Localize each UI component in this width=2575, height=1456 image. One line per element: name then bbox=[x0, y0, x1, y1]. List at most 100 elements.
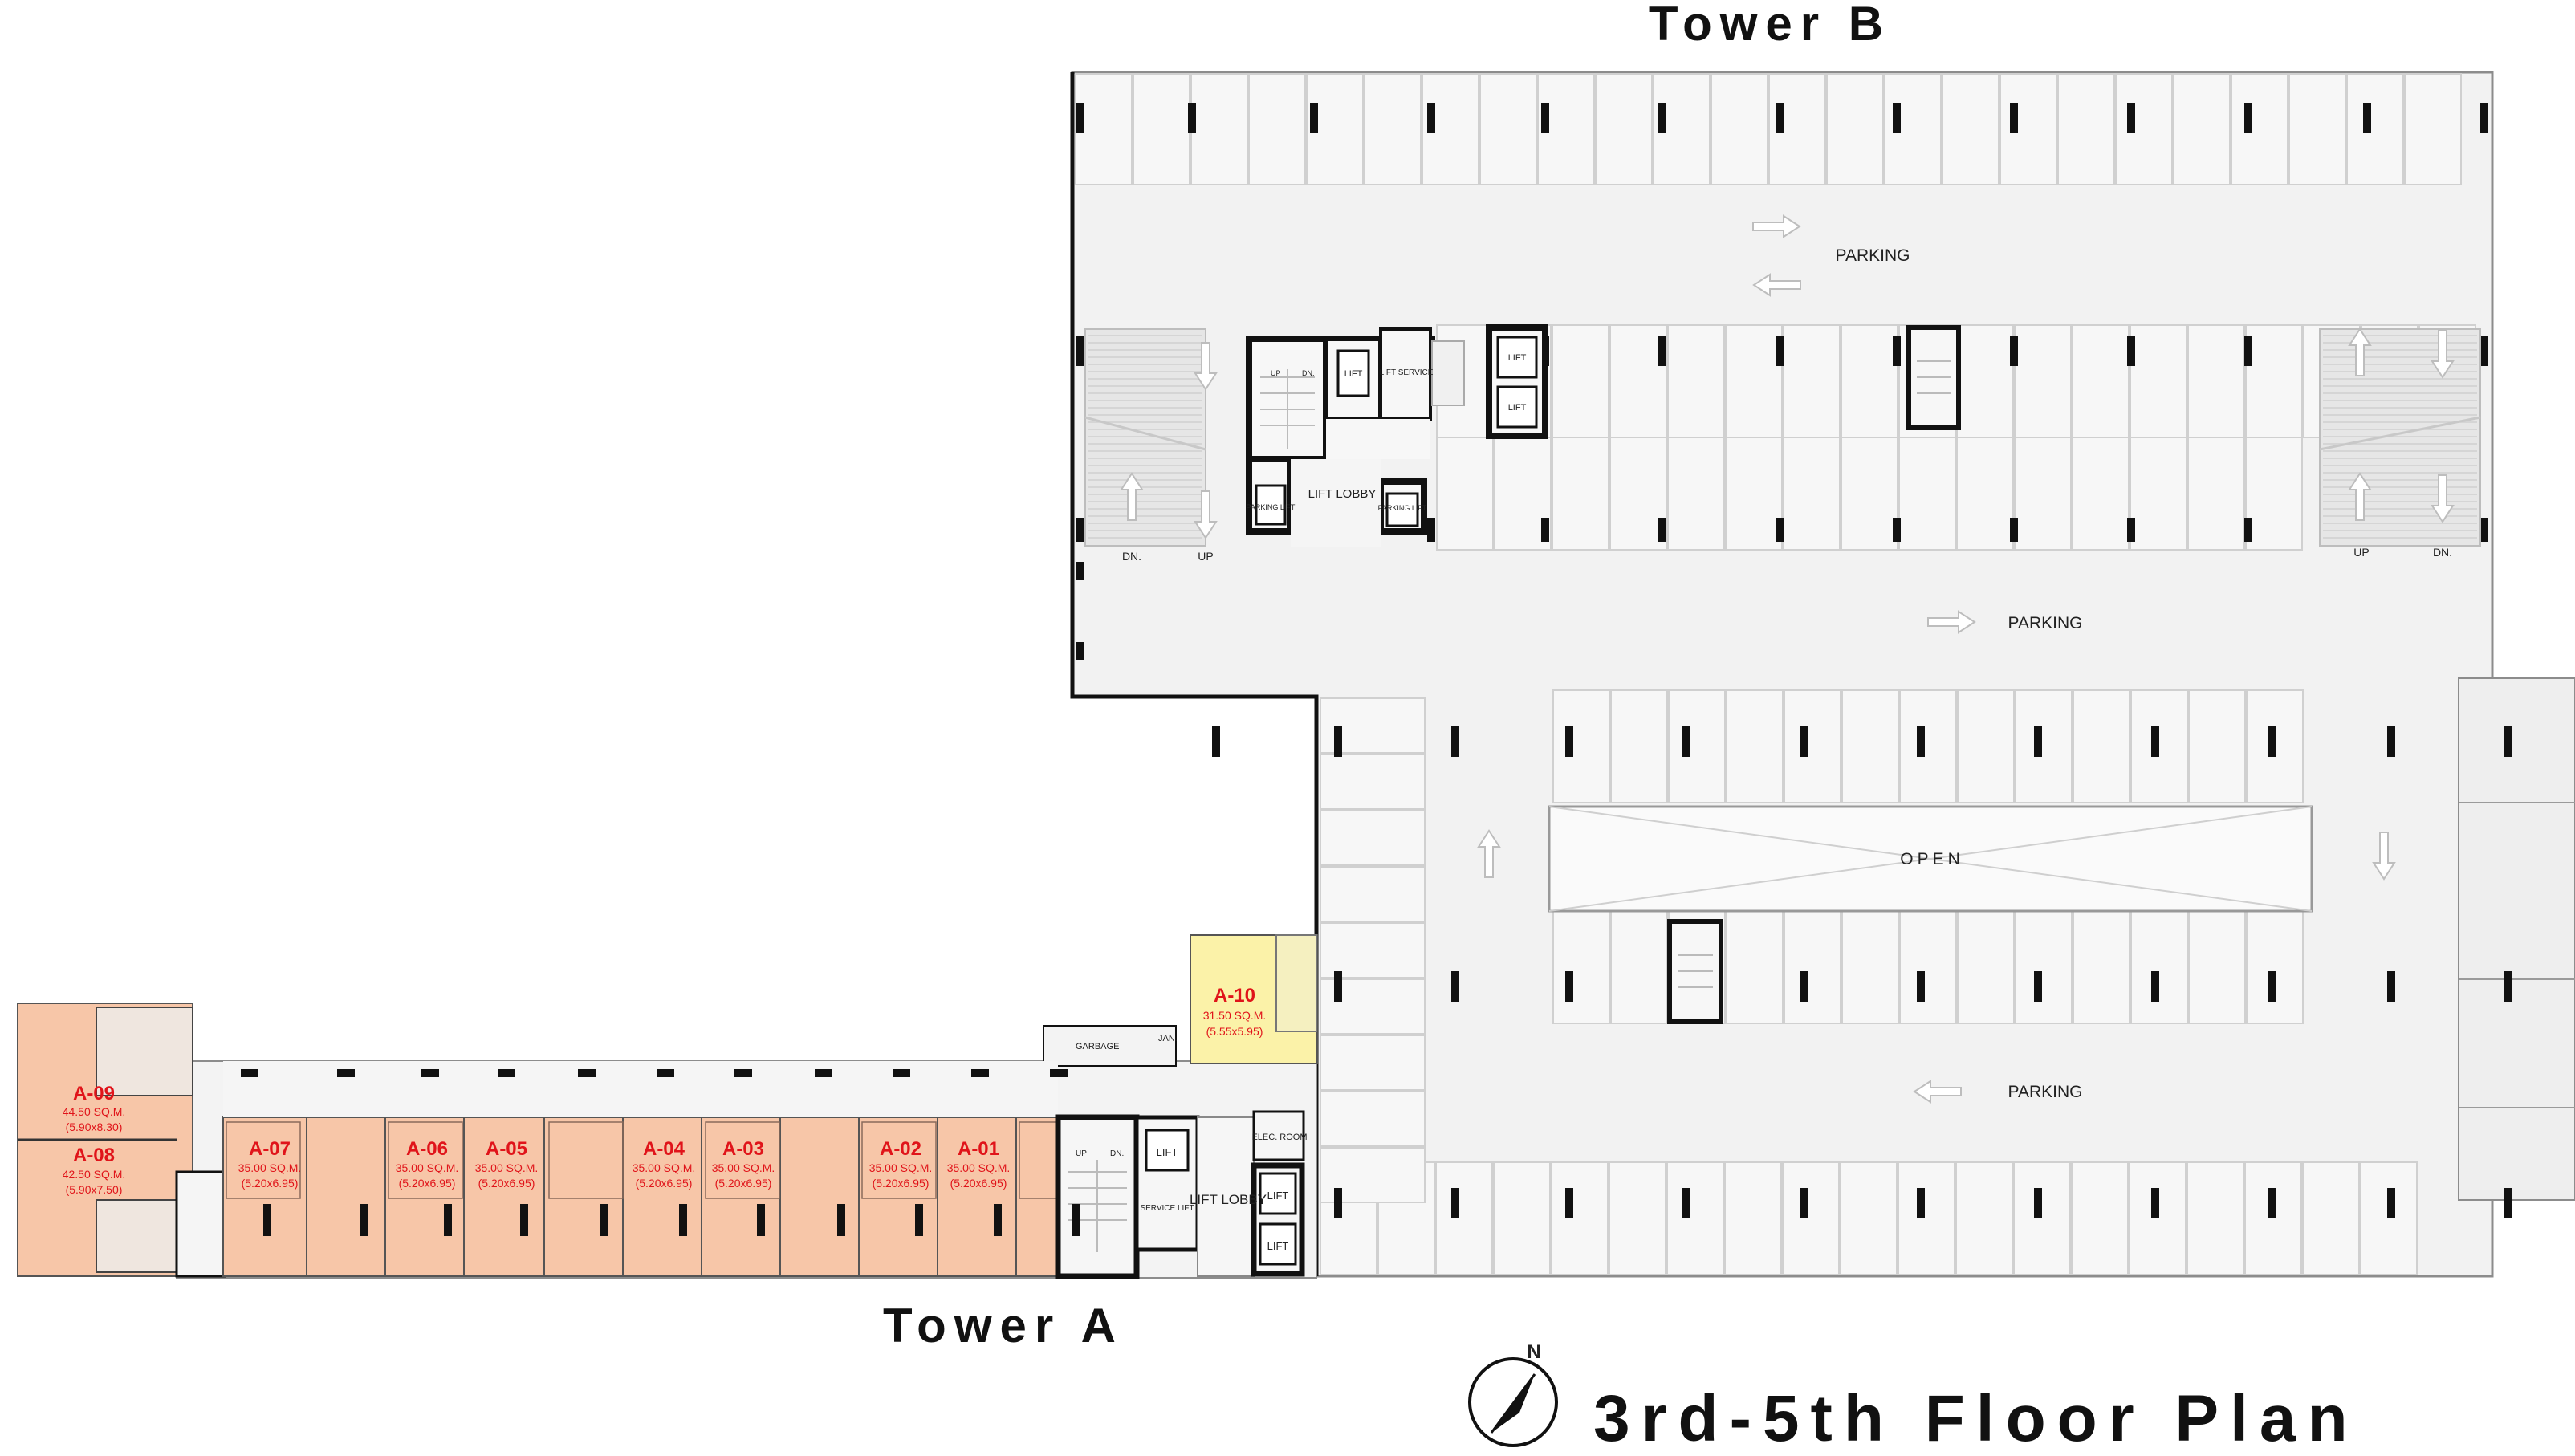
ramp-dn-label: DN. bbox=[2433, 546, 2452, 559]
lift-label: LIFT bbox=[1267, 1190, 1289, 1202]
column bbox=[2010, 518, 2018, 542]
direction-arrow-icon bbox=[1120, 472, 1144, 521]
column bbox=[360, 1204, 368, 1236]
column bbox=[1541, 103, 1549, 133]
column bbox=[1188, 103, 1196, 133]
tower-b-core bbox=[1246, 324, 1961, 1024]
svg-text:A-09: A-09 bbox=[73, 1083, 115, 1104]
column bbox=[1334, 726, 1342, 757]
unit-bathroom bbox=[388, 1121, 463, 1199]
parking-stall bbox=[2188, 910, 2246, 1024]
column bbox=[444, 1204, 452, 1236]
svg-text:A-10: A-10 bbox=[1214, 985, 1255, 1007]
parking-stall bbox=[1595, 73, 1653, 185]
parking-stall bbox=[1956, 324, 2014, 438]
lift-label: LIFT bbox=[1344, 369, 1363, 379]
column bbox=[2504, 726, 2512, 757]
column bbox=[1658, 103, 1666, 133]
parking-stall bbox=[1898, 1161, 1955, 1275]
column bbox=[1427, 103, 1435, 133]
open-void bbox=[1548, 805, 2313, 913]
column bbox=[1076, 562, 1084, 580]
parking-stall bbox=[1955, 1161, 2013, 1275]
service-lift-label: SERVICE LIFT bbox=[1140, 1204, 1194, 1213]
svg-text:35.00 SQ.M.: 35.00 SQ.M. bbox=[869, 1161, 933, 1174]
parking-stall bbox=[1133, 73, 1190, 185]
svg-text:(5.90x7.50): (5.90x7.50) bbox=[66, 1183, 123, 1196]
floor-plan-title: 3rd-5th Floor Plan bbox=[1593, 1382, 2359, 1455]
column bbox=[657, 1069, 674, 1077]
parking-stall bbox=[1436, 437, 1494, 551]
direction-arrow-icon bbox=[1477, 829, 1501, 878]
svg-text:35.00 SQ.M.: 35.00 SQ.M. bbox=[947, 1161, 1011, 1174]
area-labels: PARKING PARKING PARKING OPEN LIFT LOBBY … bbox=[1076, 246, 2082, 1207]
parking-stall bbox=[2072, 437, 2130, 551]
parking-stall bbox=[2188, 689, 2246, 803]
svg-text:35.00 SQ.M.: 35.00 SQ.M. bbox=[712, 1161, 775, 1174]
lift-lobby-b-label: LIFT LOBBY bbox=[1308, 487, 1377, 501]
lift-label: LIFT bbox=[1508, 403, 1527, 413]
parking-stall bbox=[2231, 73, 2288, 185]
parking-stall bbox=[1435, 1161, 1493, 1275]
column bbox=[1800, 726, 1808, 757]
tower-a-wing bbox=[17, 934, 1318, 1279]
parking-stall bbox=[1610, 910, 1668, 1024]
column bbox=[2244, 518, 2252, 542]
column bbox=[1682, 1188, 1690, 1218]
parking-stall bbox=[1711, 73, 1768, 185]
parking-stall bbox=[1899, 689, 1957, 803]
parking-stall bbox=[1726, 689, 1784, 803]
svg-text:(5.20x6.95): (5.20x6.95) bbox=[242, 1177, 299, 1190]
parking-stall bbox=[1840, 1161, 1898, 1275]
parking-stall bbox=[1493, 1161, 1551, 1275]
unit-a-03: A-03 35.00 SQ.M. (5.20x6.95) bbox=[712, 1138, 775, 1190]
column bbox=[1893, 336, 1901, 366]
parking-stall bbox=[1783, 324, 1841, 438]
parking-stall bbox=[1726, 910, 1784, 1024]
column bbox=[1917, 1188, 1925, 1218]
parking-stall bbox=[1320, 922, 1426, 978]
parking-stall bbox=[1552, 324, 1609, 438]
unit-bathroom bbox=[548, 1121, 624, 1199]
direction-arrow-icon bbox=[2431, 474, 2455, 523]
unit-a-01: A-01 35.00 SQ.M. (5.20x6.95) bbox=[947, 1138, 1011, 1190]
parking-stall bbox=[1609, 324, 1667, 438]
garbage-label: GARBAGE bbox=[1076, 1042, 1119, 1051]
column bbox=[337, 1069, 355, 1077]
column bbox=[2504, 971, 2512, 1002]
lift-service-label: LIFT SERVICE bbox=[1380, 368, 1434, 377]
svg-text:A-07: A-07 bbox=[249, 1138, 291, 1160]
svg-text:35.00 SQ.M.: 35.00 SQ.M. bbox=[238, 1161, 302, 1174]
svg-text:A-08: A-08 bbox=[73, 1145, 115, 1166]
svg-text:(5.20x6.95): (5.20x6.95) bbox=[478, 1177, 535, 1190]
svg-text:44.50 SQ.M.: 44.50 SQ.M. bbox=[63, 1105, 126, 1118]
column bbox=[915, 1204, 923, 1236]
parking-label-bottom: PARKING bbox=[2008, 1083, 2083, 1101]
parking-stall bbox=[2130, 324, 2187, 438]
direction-arrow-icon bbox=[2431, 330, 2455, 379]
column bbox=[2127, 103, 2135, 133]
column bbox=[1310, 103, 1318, 133]
parking-stall bbox=[1841, 437, 1898, 551]
svg-text:A-03: A-03 bbox=[722, 1138, 764, 1160]
column bbox=[1682, 726, 1690, 757]
column bbox=[2151, 726, 2159, 757]
elec-room-label: ELEC. ROOM bbox=[1251, 1133, 1307, 1142]
column bbox=[837, 1204, 845, 1236]
unit-bathroom bbox=[705, 1121, 780, 1199]
column bbox=[2387, 971, 2395, 1002]
parking-stall bbox=[1667, 324, 1725, 438]
column bbox=[893, 1069, 910, 1077]
column bbox=[1334, 971, 1342, 1002]
parking-stall bbox=[1666, 1161, 1724, 1275]
parking-stall bbox=[1479, 73, 1537, 185]
svg-text:A-04: A-04 bbox=[643, 1138, 685, 1160]
parking-stall bbox=[1320, 866, 1426, 922]
column bbox=[1893, 103, 1901, 133]
parking-stall bbox=[1610, 689, 1668, 803]
column bbox=[498, 1069, 515, 1077]
column bbox=[2480, 336, 2488, 366]
unit-bathroom bbox=[861, 1121, 937, 1199]
parking-stall bbox=[1826, 73, 1884, 185]
